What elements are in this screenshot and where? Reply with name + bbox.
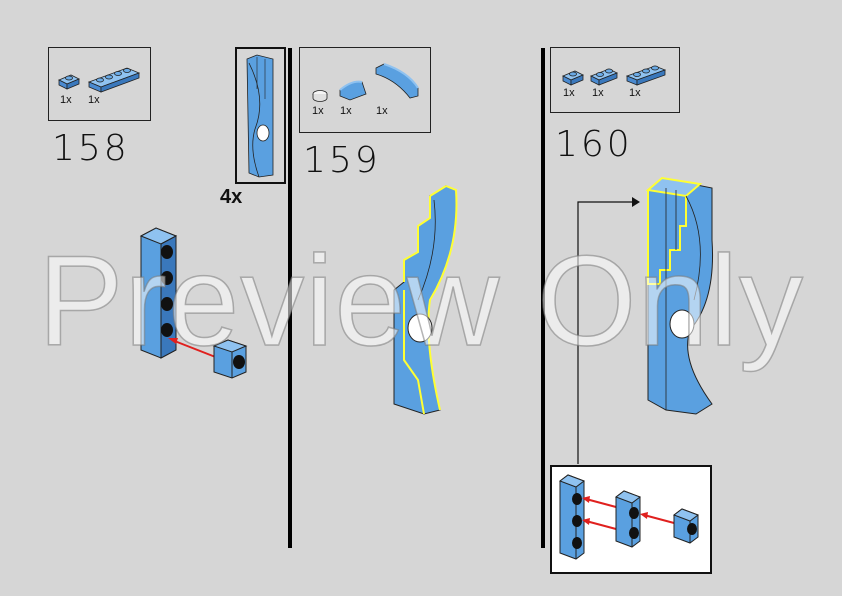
part-qty: 1x [592,87,604,99]
step-divider [541,48,545,548]
parts-list-step-160: 1x 1x 1x [550,47,680,113]
curved-slope-1x2-part-icon [339,80,367,101]
submodel-multiplier: 4x [220,186,243,208]
plate-1x2-vertical [614,490,642,548]
step-number-159: 159 [303,140,381,181]
parts-list-159-images [312,63,419,102]
plate-1x3-part-icon [625,65,667,86]
parts-list-step-158: 1x 1x [48,47,151,121]
submodel-callout [235,47,286,184]
parts-list-158-images [58,67,141,93]
part-qty: 1x [340,105,352,117]
subassembly-diagram [558,474,700,560]
part-qty: 1x [563,87,575,99]
plate-1x1-part-icon [562,70,584,86]
round-tile-1x1-white-part-icon [312,90,328,102]
step-divider [288,48,292,548]
plate-1x4-vertical [139,227,178,359]
plate-1x4-part-icon [87,67,141,93]
parts-list-step-159: 1x 1x 1x [299,47,431,133]
parts-list-160-images [562,65,667,86]
plate-1x1-part-icon [58,74,80,90]
part-qty: 1x [629,87,641,99]
step-160-subassembly-callout [550,465,712,574]
plate-1x3-vertical [558,474,586,560]
plate-1x1-part [212,339,248,379]
wing-assembly-159 [393,185,458,415]
assembly-arrow [171,339,219,359]
plate-1x2-part-icon [590,68,618,86]
part-qty: 1x [312,105,324,117]
part-qty: 1x [60,94,72,106]
part-qty: 1x [376,105,388,117]
step-number-158: 158 [52,128,130,169]
callout-leader-line [577,201,632,464]
plate-1x1-vertical [672,508,700,544]
step-number-160: 160 [555,124,633,165]
curved-slope-1x4-part-icon [375,63,419,99]
wing-assembly-160 [645,176,713,415]
part-qty: 1x [88,94,100,106]
submodel-thumbnail [246,54,274,178]
